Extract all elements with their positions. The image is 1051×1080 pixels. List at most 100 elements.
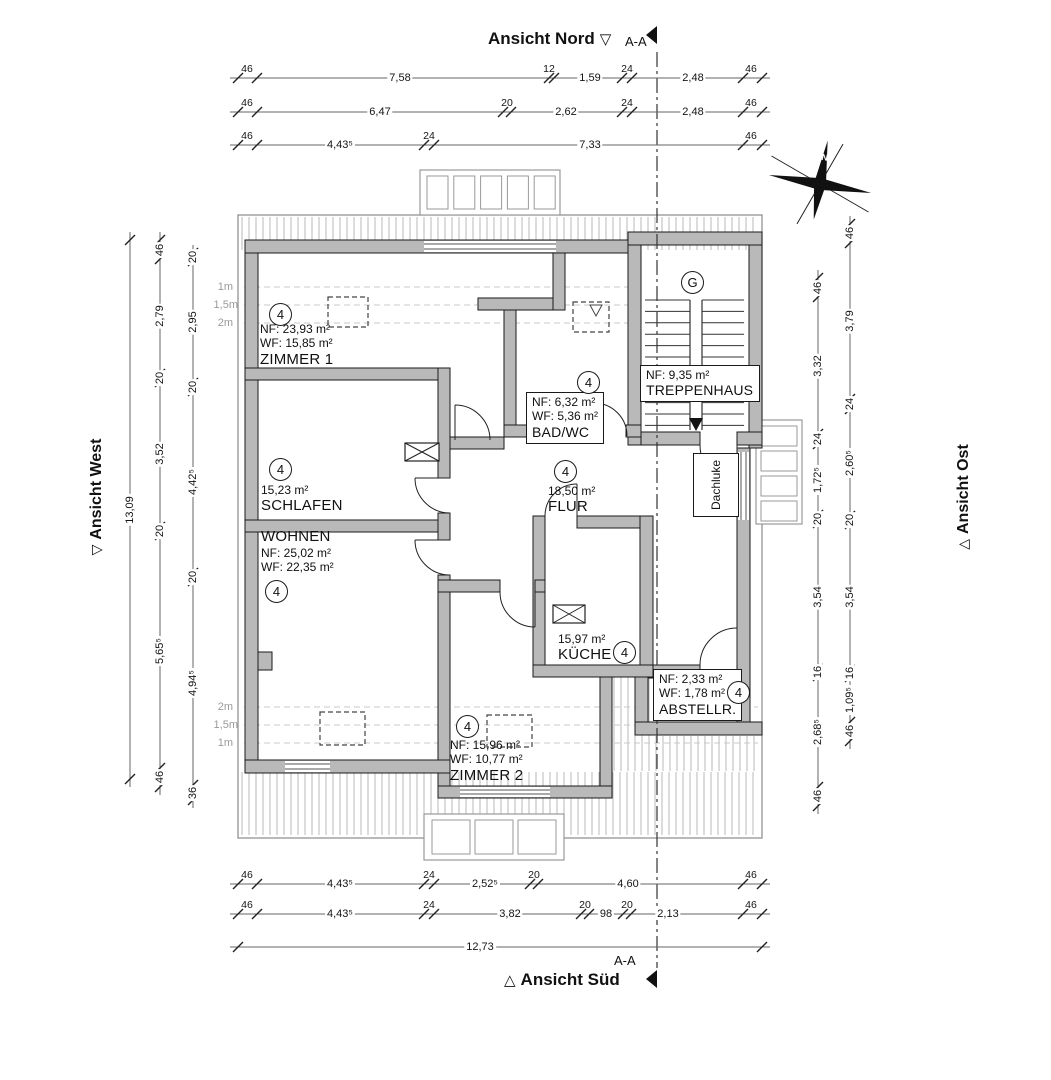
dim-label: 46: [745, 97, 757, 109]
dim-label: 3,79: [844, 308, 856, 334]
dim-label: 46: [844, 722, 856, 740]
dim-label: 46: [745, 899, 757, 911]
dim-label: 16: [844, 664, 856, 682]
room-name: ZIMMER 1: [260, 350, 334, 368]
dim-label: 2,68⁵: [812, 717, 824, 747]
room-area: 15,97 m²: [558, 632, 606, 646]
dim-label: 2,13: [655, 908, 681, 920]
dim-label: 4,42⁵: [187, 467, 199, 497]
view-east-label: Ansicht Ost: [955, 444, 972, 535]
room-name: BAD/WC: [532, 423, 590, 440]
dim-label: 20: [528, 869, 540, 881]
room-zimmer2-tag: 4: [456, 715, 479, 738]
section-label-bottom: A-A: [614, 953, 636, 968]
room-nf: NF: 25,02 m²: [261, 546, 332, 560]
room-flur-label: 18,50 m² FLUR: [548, 484, 595, 516]
room-name: WOHNEN: [261, 528, 331, 545]
dim-label: 46: [812, 787, 824, 805]
dim-label: 2,52⁵: [470, 878, 500, 890]
dim-label: 24: [423, 869, 435, 881]
dim-label: 20: [187, 248, 199, 266]
view-title-east: △ Ansicht Ost: [955, 444, 973, 550]
dim-label: 24: [423, 130, 435, 142]
room-area: 15,23 m²: [261, 483, 309, 497]
dachluke-box: Dachluke: [693, 453, 739, 517]
room-wohnen-label: WOHNEN NF: 25,02 m² WF: 22,35 m²: [261, 528, 334, 575]
dim-label: 20: [812, 510, 824, 528]
dim-label: 1,09⁵: [844, 685, 856, 715]
dim-label: 46: [812, 279, 824, 297]
dim-label: 2,48: [680, 72, 706, 84]
dim-label: 46: [154, 241, 166, 259]
room-schlafen-tag: 4: [269, 458, 292, 481]
dim-label: 46: [745, 63, 757, 75]
room-wf: WF: 5,36 m²: [532, 409, 599, 424]
dim-label: 3,82: [497, 908, 523, 920]
dim-label: 20: [844, 511, 856, 529]
room-schlafen-label: 15,23 m² SCHLAFEN: [261, 483, 343, 515]
dim-label: 4,60: [615, 878, 641, 890]
roof-height-label: 1m: [217, 737, 233, 749]
dim-label: 20: [187, 378, 199, 396]
dim-label: 20: [579, 899, 591, 911]
room-nf: NF: 23,93 m²: [260, 322, 331, 336]
dim-label: 46: [154, 768, 166, 786]
roof-height-label: 1m: [217, 281, 233, 293]
room-zimmer2-label: NF: 15,96 m² WF: 10,77 m² ZIMMER 2: [450, 738, 523, 785]
room-badwc-label: NF: 6,32 m² WF: 5,36 m² BAD/WC: [526, 392, 605, 444]
dim-label: 4,94⁵: [187, 668, 199, 698]
view-title-west: ▽Ansicht West: [88, 439, 106, 556]
dim-label: 20: [187, 568, 199, 586]
room-wf: WF: 1,78 m²: [659, 686, 726, 701]
room-nf: NF: 9,35 m²: [646, 368, 710, 382]
view-title-south: △Ansicht Süd: [499, 970, 620, 990]
dim-label: 3,32: [812, 353, 824, 379]
dim-label: 4,43⁵: [325, 908, 355, 920]
room-area: 18,50 m²: [548, 484, 596, 498]
dim-label: 20: [501, 97, 513, 109]
room-nf: NF: 2,33 m²: [659, 672, 723, 686]
dim-label: 46: [241, 97, 253, 109]
dim-label: 5,65⁵: [154, 636, 166, 666]
dim-label: 3,52: [154, 441, 166, 467]
compass-icon: N: [768, 140, 872, 225]
room-kueche-label: 15,97 m² KÜCHE: [558, 632, 612, 664]
room-zimmer1-tag: 4: [269, 303, 292, 326]
dim-label: 3,54: [812, 584, 824, 610]
dim-label: 1,59: [577, 72, 603, 84]
dim-label: 24: [844, 395, 856, 413]
room-kueche-tag: 4: [613, 641, 636, 664]
dim-label: 20: [621, 899, 633, 911]
room-nf: NF: 6,32 m²: [532, 395, 596, 409]
triangle-down-icon: ▽: [599, 31, 612, 48]
dim-label: 7,33: [577, 139, 603, 151]
dim-label: 13,09: [124, 494, 136, 526]
roof-height-label: 1,5m: [213, 299, 238, 311]
dim-label: 36: [187, 784, 199, 802]
room-flur-tag: 4: [554, 460, 577, 483]
roof-height-label: 1,5m: [213, 719, 238, 731]
compass-north-letter: N: [821, 152, 829, 163]
roof-height-label: 2m: [217, 701, 233, 713]
dim-label: 2,95: [187, 309, 199, 335]
dim-label: 2,62: [553, 106, 579, 118]
stair-direction-tag: G: [681, 271, 704, 294]
room-wf: WF: 15,85 m²: [260, 336, 333, 351]
dachluke-label: Dachluke: [709, 459, 723, 511]
room-abstellraum-tag: 4: [727, 681, 750, 704]
room-name: ABSTELLR.: [659, 700, 737, 717]
dim-label: 12,73: [464, 941, 496, 953]
dim-label: 46: [241, 899, 253, 911]
room-treppenhaus-label: NF: 9,35 m² TREPPENHAUS: [640, 365, 760, 403]
triangle-up-icon: △: [955, 539, 971, 550]
room-name: SCHLAFEN: [261, 497, 343, 515]
dim-label: 24: [423, 899, 435, 911]
dim-label: 24: [812, 430, 824, 448]
room-wf: WF: 10,77 m²: [450, 752, 523, 767]
dim-label: 7,58: [387, 72, 413, 84]
dim-label: 46: [745, 130, 757, 142]
dim-label: 2,60⁵: [844, 448, 856, 478]
dim-label: 6,47: [367, 106, 393, 118]
dim-label: 16: [812, 663, 824, 681]
